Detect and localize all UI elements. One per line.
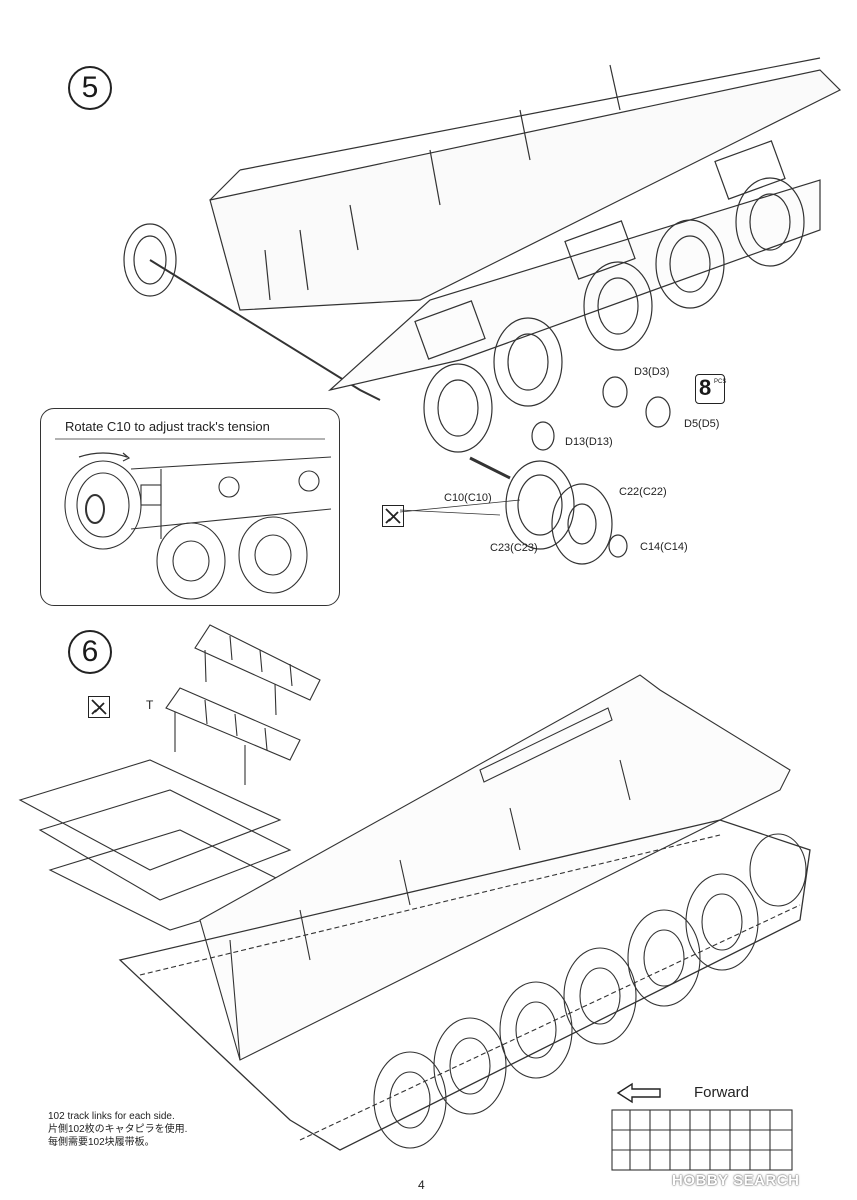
part-label-d13: D13(D13) bbox=[565, 436, 613, 448]
step-6-number: 6 bbox=[68, 630, 112, 674]
watermark: HOBBY SEARCH bbox=[672, 1172, 800, 1189]
page-number: 4 bbox=[418, 1178, 425, 1192]
track-note-en: 102 track links for each side. bbox=[48, 1111, 175, 1122]
step-5-number: 5 bbox=[68, 66, 112, 110]
track-note-zh: 每側需要102块履带板。 bbox=[48, 1137, 155, 1148]
arrow-left-icon bbox=[616, 1082, 661, 1104]
step5-hull-illustration bbox=[123, 57, 842, 565]
part-label-t: T bbox=[146, 698, 154, 712]
part-label-c22: C22(C22) bbox=[619, 486, 667, 498]
inset-illustration bbox=[55, 438, 332, 600]
track-links-note: 102 track links for each side. 片側102枚のキャ… bbox=[48, 1110, 187, 1149]
inset-title: Rotate C10 to adjust track's tension bbox=[65, 419, 270, 434]
nipper-cut-icon bbox=[382, 505, 404, 527]
forward-label: Forward bbox=[694, 1084, 750, 1101]
pcs-count: 8 bbox=[699, 375, 712, 400]
tension-inset: Rotate C10 to adjust track's tension bbox=[40, 408, 340, 606]
part-label-c14: C14(C14) bbox=[640, 541, 688, 553]
nipper-cut-icon bbox=[88, 696, 110, 718]
pcs-badge: 8 PCS bbox=[695, 374, 726, 404]
part-label-c10: C10(C10) bbox=[444, 492, 492, 504]
part-label-d5: D5(D5) bbox=[684, 418, 720, 430]
part-label-d3: D3(D3) bbox=[634, 366, 670, 378]
part-label-c23: C23(C23) bbox=[490, 542, 538, 554]
track-note-ja: 片側102枚のキャタピラを使用. bbox=[48, 1124, 188, 1135]
